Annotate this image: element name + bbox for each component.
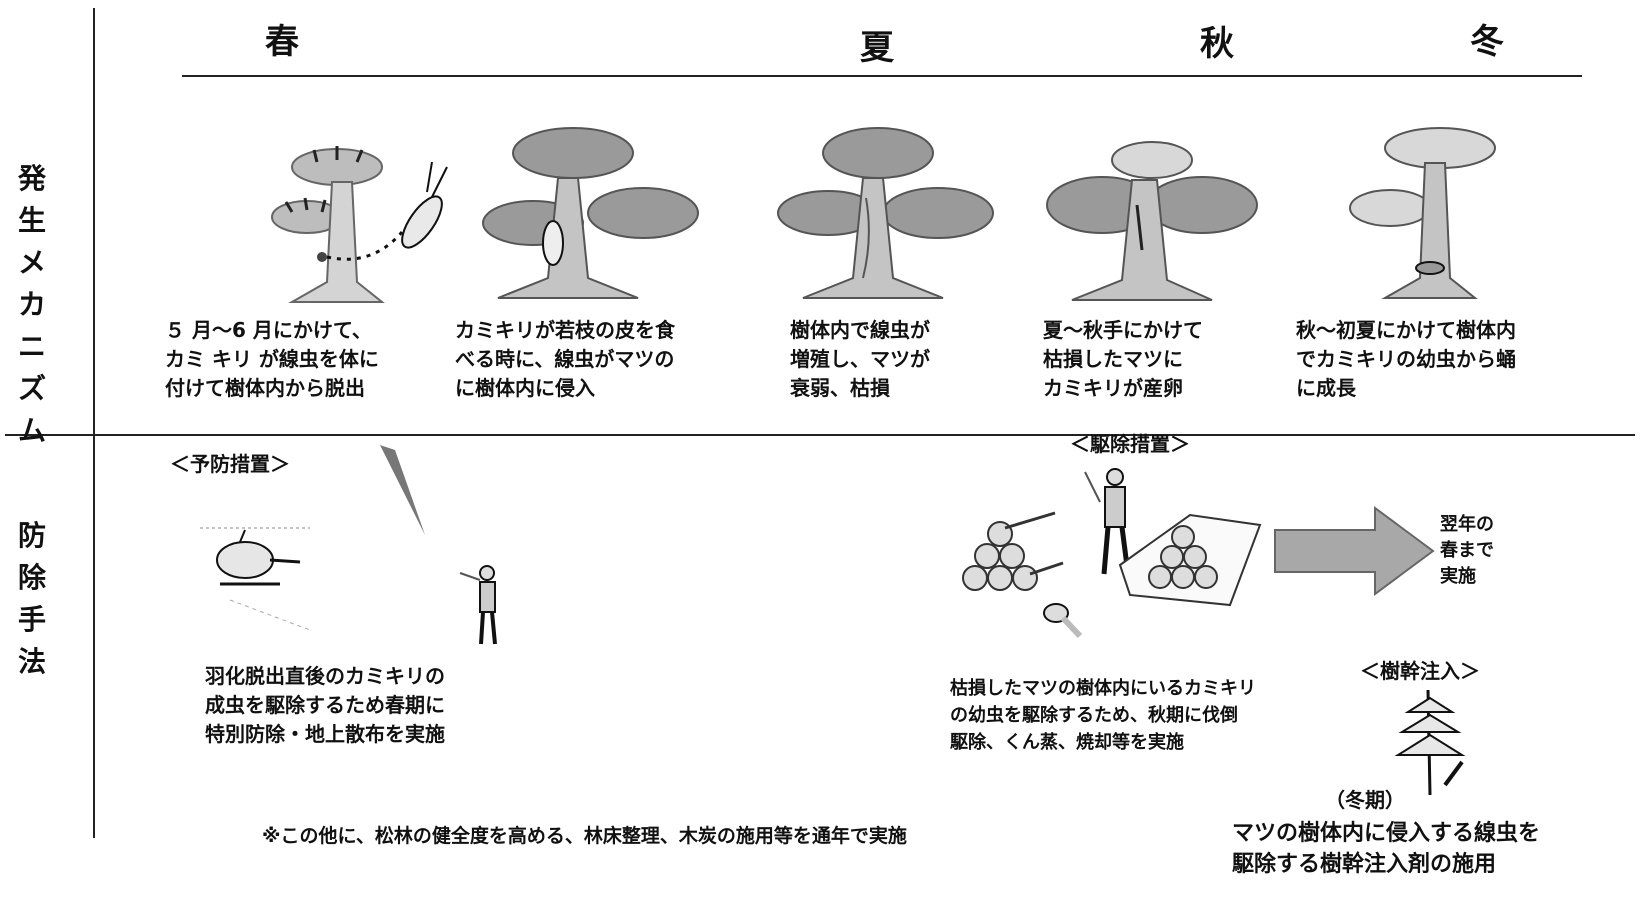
trunk-injection-period: （冬期）	[1325, 788, 1405, 812]
season-spring: 春	[265, 22, 299, 62]
prevention-text: 羽化脱出直後のカミキリの 成虫を駆除するため春期に 特別防除・地上散布を実施	[205, 664, 445, 746]
trunk-injection-text: マツの樹体内に侵入する線虫を 駆除する樹幹注入剤の施用	[1232, 821, 1541, 877]
mechanism-text-3: 樹体内で線虫が 増殖し、マツが 衰弱、枯損	[790, 318, 930, 400]
row-label-control: 防 除 手 法	[17, 519, 46, 678]
season-autumn: 秋	[1200, 24, 1234, 64]
row-label-mechanism: 発 生 メ カ ニ ズ ム	[17, 162, 46, 447]
pine-tree-icon	[1349, 127, 1496, 299]
spray-path-icon	[380, 445, 425, 535]
log-pile-icon	[962, 511, 1064, 591]
prevention-header: ＜予防措置＞	[170, 452, 290, 476]
pine-tree-icon	[1046, 141, 1258, 301]
arrow-text: 翌年の 春まで 実施	[1440, 514, 1494, 587]
mechanism-text-5: 秋～初夏にかけて樹体内 でカミキリの幼虫から蛹 に成長	[1296, 318, 1516, 400]
beetle-icon	[401, 161, 448, 249]
worker-icon	[1084, 468, 1131, 575]
trunk-injection-header: ＜樹幹注入＞	[1360, 659, 1480, 683]
pine-tree-icon	[777, 127, 994, 299]
mechanism-text-1: ５ 月～6 月にかけて、 カミ キリ が線虫を体に 付けて樹体内から脱出	[165, 318, 379, 400]
mechanism-text-2: カミキリが若枝の皮を食 べる時に、線虫がマツの に樹体内に侵入	[455, 318, 675, 400]
vertical-divider	[93, 8, 95, 838]
row-divider	[5, 434, 1635, 436]
tarp-log-pile-icon	[1118, 513, 1262, 607]
helicopter-icon	[200, 527, 311, 631]
season-summer: 夏	[860, 28, 894, 68]
chainsaw-icon	[1043, 603, 1083, 639]
arrow-right-icon	[1274, 506, 1435, 596]
season-winter: 冬	[1470, 22, 1504, 62]
footnote: ※この他に、松林の健全度を高める、林床整理、木炭の施用等を通年で実施	[262, 825, 907, 847]
pine-tree-icon	[271, 146, 448, 303]
injected-tree-icon	[1394, 689, 1466, 796]
mechanism-text-4: 夏～秋手にかけて 枯損したマツに カミキリが産卵	[1043, 318, 1203, 400]
pine-tree-icon	[482, 127, 699, 299]
sprayer-person-icon	[459, 565, 497, 645]
header-divider	[182, 75, 1582, 77]
extermination-header: ＜駆除措置＞	[1070, 432, 1190, 456]
extermination-text: 枯損したマツの樹体内にいるカミキリ の幼虫を駆除するため、秋期に伐倒 駆除、くん…	[950, 678, 1256, 753]
